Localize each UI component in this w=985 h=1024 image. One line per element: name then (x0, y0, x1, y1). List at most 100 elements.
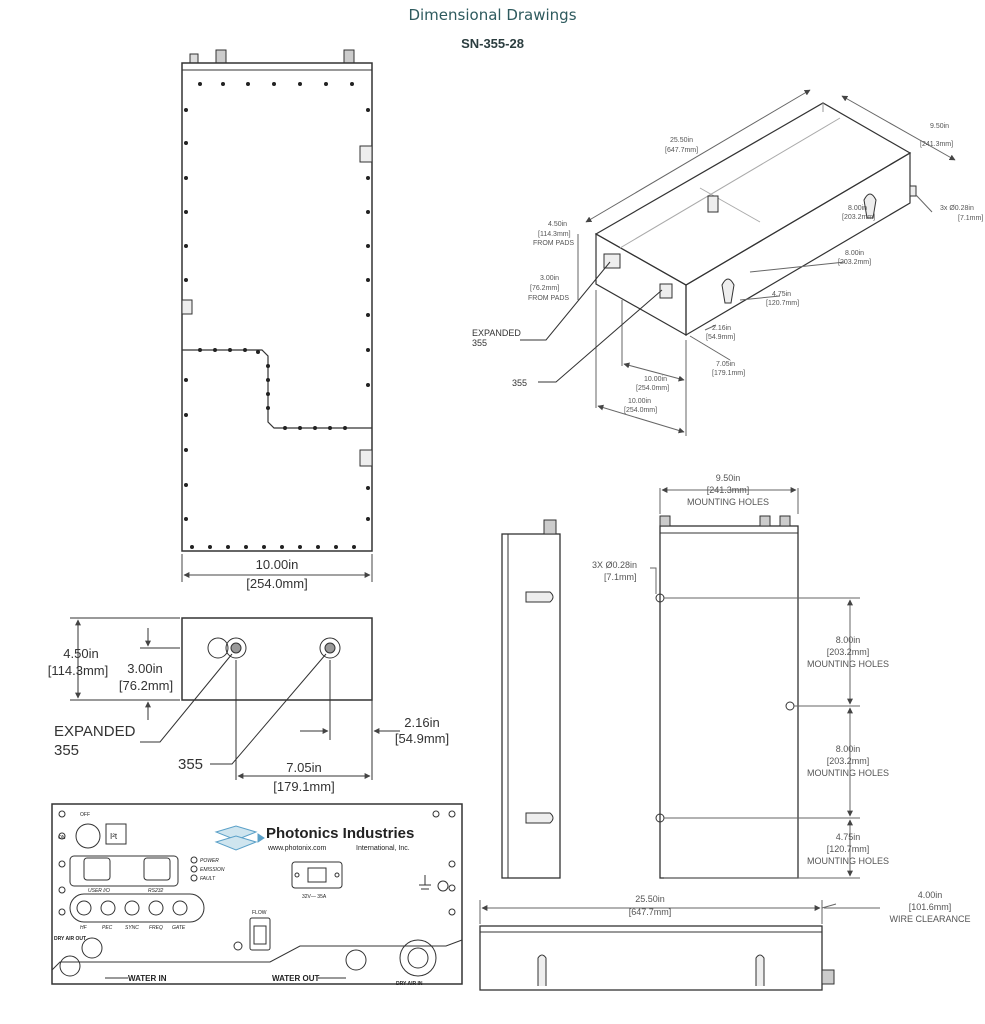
svg-text:FREQ: FREQ (149, 925, 163, 931)
brand-name: Photonics Industries (266, 825, 414, 842)
bottom-length-mm: [647.7mm] (629, 907, 672, 917)
svg-text:www.photonix.com: www.photonix.com (267, 845, 327, 852)
iso-label-355: 355 (512, 378, 527, 388)
connector-icon (543, 519, 557, 535)
iso-label-expanded: EXPANDED (472, 328, 521, 338)
label-expanded: EXPANDED (54, 723, 136, 740)
top-view-outline (181, 62, 373, 552)
front-view (70, 617, 400, 780)
svg-text:EMISSION: EMISSION (200, 867, 225, 873)
front-spacing-in: 7.05in (286, 760, 321, 775)
svg-text:I²t: I²t (110, 832, 118, 841)
top-view-screws (184, 82, 370, 549)
port-icon (319, 637, 341, 659)
front-height-mm: [114.3mm] (48, 663, 108, 678)
side-d2-in: 8.00in (836, 744, 861, 754)
iso-off1-in: 2.16in (712, 325, 731, 332)
svg-text:PEC: PEC (102, 925, 113, 931)
bottom-view (479, 900, 880, 991)
front-spacing-mm: [179.1mm] (273, 779, 334, 794)
side-d3-note: MOUNTING HOLES (807, 856, 889, 866)
connector-icon (821, 969, 835, 985)
side-width-in: 9.50in (716, 473, 741, 483)
iso-holes-mm: [7.1mm] (958, 215, 983, 222)
iso-off3-mm: [254.0mm] (636, 385, 669, 392)
svg-text:HF: HF (80, 925, 88, 931)
front-right-in: 2.16in (404, 715, 439, 730)
bolt-icon (755, 954, 765, 986)
isometric-view (520, 89, 956, 436)
svg-text:32V— 35A: 32V— 35A (302, 894, 327, 900)
side-d1-mm: [203.2mm] (827, 647, 870, 657)
ground-icon (437, 880, 449, 892)
svg-text:FLOW: FLOW (252, 910, 267, 916)
port-icon (659, 283, 673, 299)
side-view-outline (659, 525, 799, 879)
mounting-foot-icon (863, 193, 877, 219)
water-out-label: WATER OUT (272, 974, 320, 983)
connector-icon (215, 49, 227, 64)
side-d3-mm: [120.7mm] (827, 844, 870, 854)
iso-off3-in: 10.00in (644, 376, 667, 383)
side-d2-mm: [203.2mm] (827, 756, 870, 766)
svg-text:GATE: GATE (172, 925, 186, 931)
front-port-in: 3.00in (127, 661, 162, 676)
fitting-icon (345, 949, 367, 971)
svg-text:SYNC: SYNC (125, 925, 139, 931)
rear-panel-outline (51, 803, 463, 985)
svg-text:FAULT: FAULT (200, 876, 216, 882)
iso-off1-mm: [54.9mm] (706, 334, 735, 341)
label-355: 355 (178, 756, 203, 773)
svg-text:USER I/O: USER I/O (88, 888, 110, 894)
front-view-outline (181, 617, 373, 701)
dry-air-fitting-icon (399, 939, 437, 977)
latch-icon (359, 449, 373, 467)
side-d3-in: 4.75in (836, 832, 861, 842)
iso-holes: 3x Ø0.28in (940, 205, 974, 212)
svg-text:International, Inc.: International, Inc. (356, 845, 410, 852)
rear-panel-text: OFF ON I²t Photonics Industries www.phot… (54, 812, 423, 987)
iso-from-pads-2: FROM PADS (528, 295, 569, 302)
top-view (181, 49, 373, 552)
iso-hole1-mm: [203.2mm] (842, 214, 875, 221)
svg-text:DRY AIR IN: DRY AIR IN (396, 981, 423, 987)
iso-height-in: 4.50in (548, 221, 567, 228)
side-width-note: MOUNTING HOLES (687, 497, 769, 507)
fitting-icon (59, 955, 81, 977)
iso-x: 10.00in (628, 398, 651, 405)
connector-icon (343, 49, 355, 64)
side-d1-note: MOUNTING HOLES (807, 659, 889, 669)
svg-text:OFF: OFF (80, 812, 90, 818)
iso-length-mm: [647.7mm] (665, 147, 698, 154)
side-d2-note: MOUNTING HOLES (807, 768, 889, 778)
rs232-connector-icon (143, 857, 171, 881)
water-in-label: WATER IN (128, 974, 167, 983)
iso-label-expanded-num: 355 (472, 338, 487, 348)
side-d1-in: 8.00in (836, 635, 861, 645)
port-icon (207, 637, 229, 659)
svg-text:RS232: RS232 (148, 888, 164, 894)
rear-panel (51, 803, 463, 985)
bolt-icon (525, 812, 554, 824)
connector-icon (189, 53, 199, 64)
front-height-in: 4.50in (63, 646, 98, 661)
part-number: SN-355-28 (461, 36, 524, 51)
svg-text:ON: ON (58, 835, 66, 841)
svg-text:POWER: POWER (200, 858, 219, 864)
iso-height-mm: [114.3mm] (538, 231, 571, 238)
iso-x-mm: [254.0mm] (624, 407, 657, 414)
svg-text:DRY AIR OUT: DRY AIR OUT (54, 936, 86, 942)
side-holes-mm: [7.1mm] (604, 572, 637, 582)
user-io-connector-icon (83, 857, 111, 881)
side-width-mm: [241.3mm] (707, 485, 750, 495)
front-port-mm: [76.2mm] (119, 678, 173, 693)
fitting-icon (81, 937, 103, 959)
latch-icon (181, 299, 193, 315)
mounting-foot-icon (721, 278, 735, 304)
top-view-width-dim (181, 554, 373, 582)
iso-hole3-in: 4.75in (772, 291, 791, 298)
iso-width-in: 9.50in (930, 123, 949, 130)
port-icon (225, 637, 247, 659)
iso-port-mm: [76.2mm] (530, 285, 559, 292)
page-title: Dimensional Drawings (408, 6, 577, 24)
